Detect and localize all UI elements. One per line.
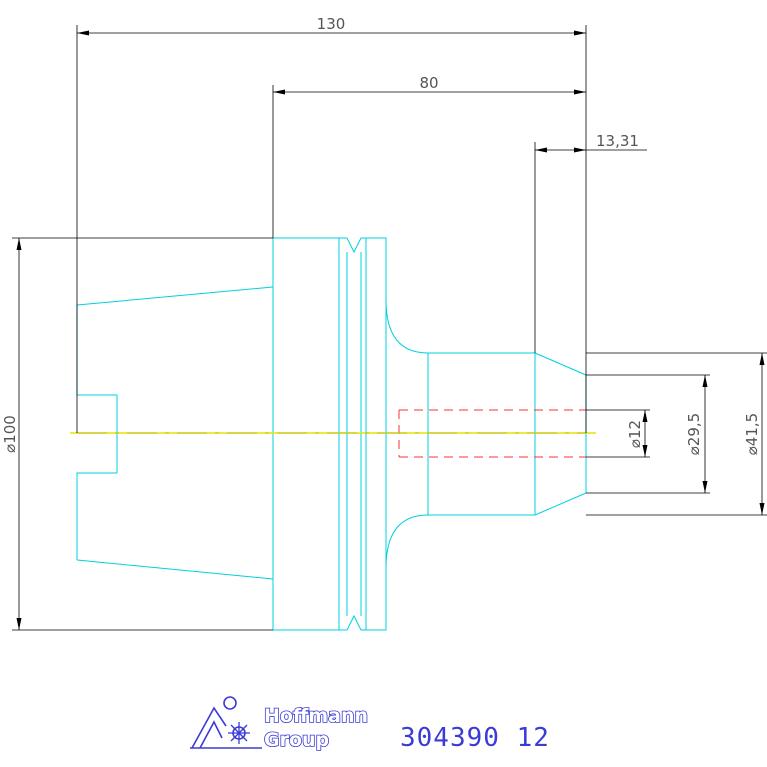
- dim-end-length: 13,31: [596, 132, 639, 150]
- dim-overall-length: 130: [317, 15, 346, 33]
- dimension-lines: [12, 25, 767, 631]
- dim-shank-diameter: ⌀41,5: [743, 413, 761, 455]
- dimension-arrows: [16, 30, 765, 630]
- dim-partial-length: 80: [419, 74, 438, 92]
- logo-line-2: Group: [264, 729, 329, 751]
- hoffmann-logo: Hoffmann Group: [190, 696, 369, 752]
- dim-end-diameter: ⌀29,5: [685, 413, 703, 455]
- dim-bore-diameter: ⌀12: [626, 420, 644, 448]
- part-number: 304390 12: [400, 723, 550, 753]
- logo-line-1: Hoffmann: [264, 705, 368, 727]
- dim-flange-diameter: ⌀100: [1, 415, 19, 453]
- part-outline: [76, 237, 587, 631]
- hoffmann-logo-mark: [190, 696, 262, 749]
